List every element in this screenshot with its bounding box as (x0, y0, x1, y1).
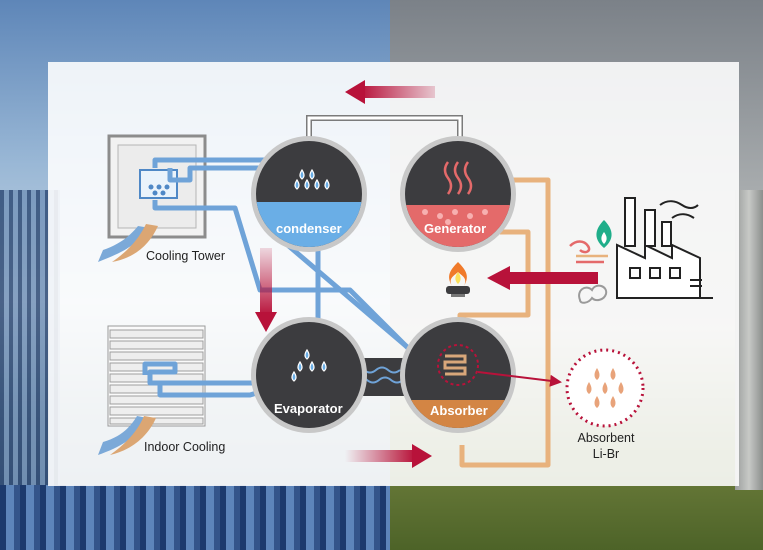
absorbent-pointer (477, 371, 562, 387)
indoor-cooling-unit-icon (107, 325, 206, 427)
absorber-vessel (400, 317, 516, 433)
evaporator-label: Evaporator (274, 401, 343, 416)
vapor-pipe-top (306, 115, 463, 140)
indoor-airflow-icon (98, 416, 148, 455)
absorbent-label: Absorbent Li-Br (569, 431, 643, 461)
condenser-label: condenser (276, 221, 342, 236)
flow-arrow-left-down (255, 248, 277, 332)
gas-flame-icon (596, 220, 612, 248)
condenser-vessel (251, 136, 367, 252)
absorbent-label-line1: Absorbent (577, 431, 635, 445)
waste-heat-icon (569, 240, 608, 264)
burner-flame-icon (446, 262, 470, 297)
flow-arrow-top (345, 80, 435, 104)
cooling-tower-icon (107, 134, 207, 239)
absorbent-label-line2: Li-Br (592, 447, 620, 461)
cooling-tower-airflow-icon (98, 226, 150, 262)
heat-input-arrow (487, 266, 598, 290)
background-cooling-tower-structure (735, 190, 763, 490)
generator-label: Generator (424, 221, 487, 236)
heat-waves-icon (443, 161, 473, 195)
exhaust-steam-icon (578, 284, 608, 304)
absorber-label: Absorber (430, 403, 488, 418)
evaporator-vessel (251, 317, 367, 433)
absorbent-libr-icon (565, 348, 645, 428)
factory-icon (616, 197, 713, 299)
background-refinery-pipes (0, 485, 390, 550)
flow-arrow-bottom (345, 444, 432, 468)
indoor-cooling-label: Indoor Cooling (144, 440, 226, 454)
generator-vessel (400, 136, 516, 252)
cooling-tower-label: Cooling Tower (146, 249, 225, 263)
